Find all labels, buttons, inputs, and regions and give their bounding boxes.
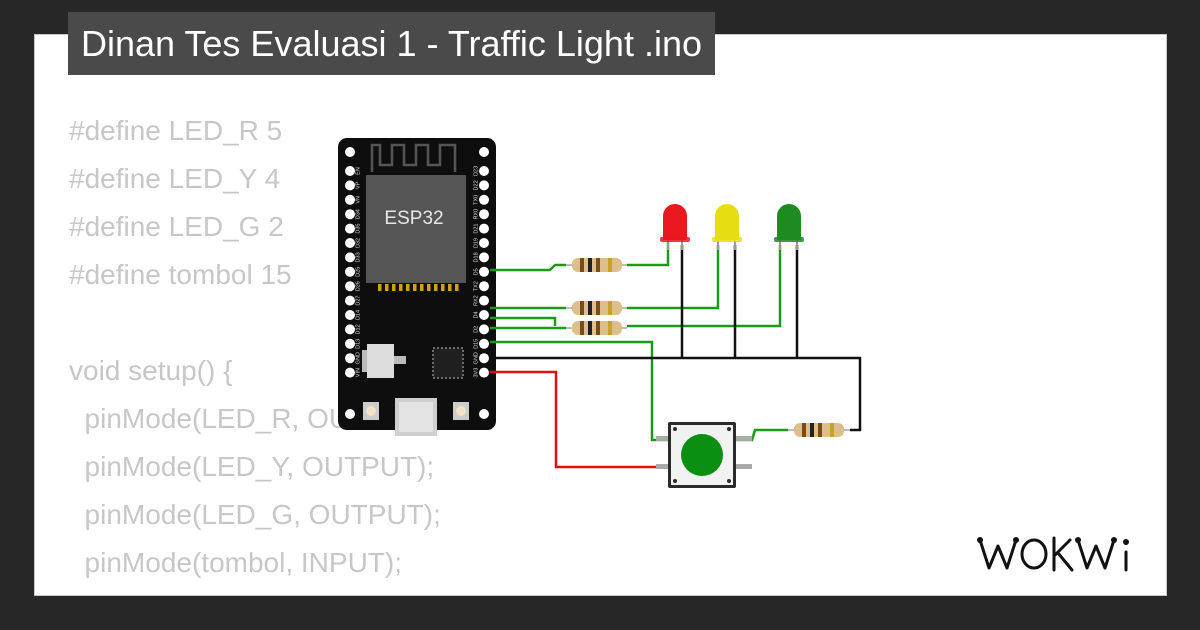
pin-label: GND bbox=[355, 352, 361, 364]
push-button[interactable] bbox=[656, 422, 752, 488]
pin-label: RX2 bbox=[473, 295, 479, 306]
pin-label: D18 bbox=[473, 252, 479, 262]
pin-label: D34 bbox=[355, 209, 361, 219]
led-red bbox=[660, 204, 690, 250]
pin-label: D25 bbox=[355, 267, 361, 277]
pin-label: D21 bbox=[473, 224, 479, 234]
pin-label: D22 bbox=[473, 180, 479, 190]
wokwi-logo bbox=[977, 536, 1129, 572]
pin-label: GND bbox=[473, 352, 479, 364]
led-yellow bbox=[712, 204, 742, 250]
code-line: #define LED_G 2 bbox=[69, 211, 284, 242]
code-line: pinMode(LED_Y, OUTPUT); bbox=[69, 451, 435, 482]
pin-label: D15 bbox=[473, 339, 479, 349]
pin-label: EN bbox=[355, 167, 361, 175]
pin-label: D23 bbox=[473, 166, 479, 176]
code-line: #define LED_Y 4 bbox=[69, 163, 281, 194]
pin-label: D32 bbox=[355, 238, 361, 248]
pin-label: 3V3 bbox=[473, 368, 479, 378]
resistors bbox=[566, 258, 850, 437]
pin-label: D26 bbox=[355, 281, 361, 291]
pin-label: VIN bbox=[355, 368, 361, 377]
code-line: pinMode(LED_G, OUTPUT); bbox=[69, 499, 441, 530]
pin-label: TX0 bbox=[473, 195, 479, 205]
pin-label: D14 bbox=[355, 310, 361, 320]
pin-label: VP bbox=[355, 181, 361, 189]
pin-label: D33 bbox=[355, 252, 361, 262]
pin-label: TX2 bbox=[473, 281, 479, 291]
pin-label: D12 bbox=[355, 324, 361, 334]
code-line: void setup() { bbox=[69, 355, 233, 386]
page-title: Dinan Tes Evaluasi 1 - Traffic Light .in… bbox=[68, 12, 715, 75]
code-line: #define tombol 15 bbox=[69, 259, 292, 290]
esp32-chip-label: ESP32 bbox=[384, 208, 443, 229]
code-line: #define LED_R 5 bbox=[69, 115, 283, 146]
pin-label: D27 bbox=[355, 296, 361, 306]
code-line: pinMode(tombol, INPUT); bbox=[69, 547, 402, 578]
pin-label: D35 bbox=[355, 224, 361, 234]
pin-label: RX0 bbox=[473, 209, 479, 220]
pin-label: D2 bbox=[473, 326, 479, 333]
pin-label: D4 bbox=[473, 311, 479, 318]
esp32-board: ESP32 ENVPVND34D35D32D33D25D26D27D14D12D… bbox=[338, 138, 496, 436]
pin-label: D13 bbox=[355, 339, 361, 349]
pin-label: VN bbox=[355, 196, 361, 204]
led-green bbox=[774, 204, 804, 250]
pin-label: D5 bbox=[473, 268, 479, 275]
pin-label: D19 bbox=[473, 238, 479, 248]
